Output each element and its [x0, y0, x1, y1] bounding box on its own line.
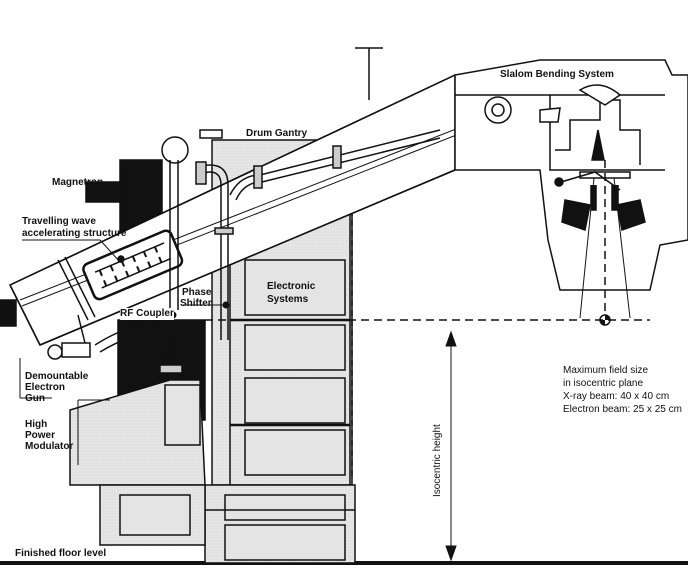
slalom-bending-system [454, 59, 688, 291]
label-power: Power [25, 430, 56, 441]
field-size-line-1: Maximum field size [563, 365, 649, 376]
label-finished-floor-level: Finished floor level [15, 548, 107, 559]
label-slalom-bending-system: Slalom Bending System [500, 69, 614, 80]
label-systems: Systems [267, 294, 309, 305]
isocentric-height-arrow [445, 330, 457, 562]
field-size-note: Maximum field size in isocentric plane X… [563, 364, 682, 416]
accelerating-structure [82, 229, 184, 301]
label-shifter: Shifter [180, 298, 212, 309]
label-accelerating-structure: accelerating structure [22, 228, 127, 239]
label-phase: Phase [182, 287, 212, 298]
label-electronic: Electronic [267, 281, 316, 292]
label-magnetron: Magnetron [52, 177, 104, 188]
label-demountable: Demountable [25, 371, 89, 382]
field-size-line-2: in isocentric plane [563, 378, 644, 389]
label-electron: Electron [25, 382, 66, 393]
label-travelling-wave: Travelling wave [22, 216, 96, 227]
field-size-xray: X-ray beam: 40 x 40 cm [563, 391, 670, 402]
label-modulator: Modulator [25, 441, 74, 452]
waveguides [94, 129, 441, 380]
label-rf-coupler: RF Coupler [120, 308, 174, 320]
label-drum-gantry: Drum Gantry [246, 128, 308, 139]
field-size-electron: Electron beam: 25 x 25 cm [563, 404, 682, 415]
label-isocentric-height: Isocentric height [432, 424, 443, 497]
beam-cone [579, 160, 631, 319]
base-stand [204, 484, 356, 564]
label-high: High [25, 419, 48, 430]
high-power-modulator [69, 379, 206, 546]
electron-gun [47, 314, 91, 360]
label-gun: Gun [25, 393, 45, 404]
